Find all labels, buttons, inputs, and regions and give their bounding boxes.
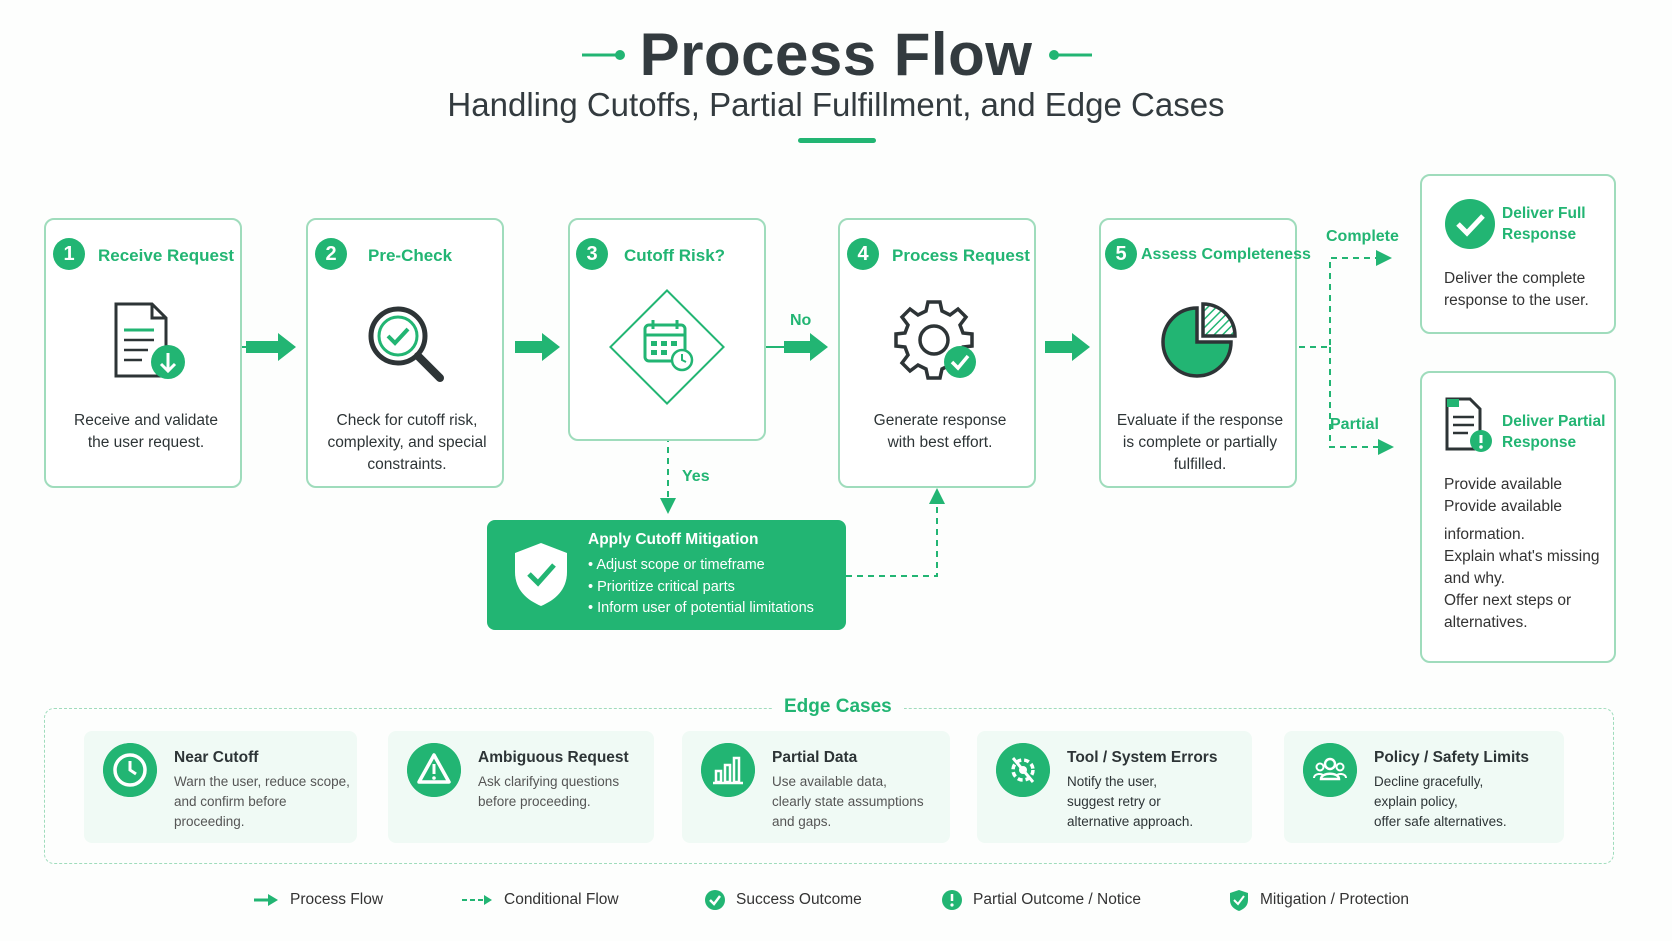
legend-success-outcome: Success Outcome xyxy=(704,888,862,912)
mitigation-item: Adjust scope or timeframe xyxy=(588,555,814,577)
legend-conditional-flow: Conditional Flow xyxy=(460,888,619,912)
edge-case-near-cutoff: Near Cutoff Warn the user, reduce scope,… xyxy=(84,731,357,843)
branch-label-no: No xyxy=(790,312,812,329)
solid-arrow-icon xyxy=(254,894,278,906)
title-decoration-left xyxy=(582,50,625,60)
step-title: Pre-Check xyxy=(368,246,453,265)
gear-error-icon xyxy=(996,743,1050,797)
title-underline xyxy=(798,138,876,143)
calendar-clock-icon xyxy=(643,320,694,372)
warning-icon xyxy=(407,743,461,797)
edge-case-title: Partial Data xyxy=(772,749,858,766)
dashed-arrow-icon xyxy=(462,895,492,905)
edge-case-description: Use available data, clearly state assump… xyxy=(772,774,924,829)
edge-case-description: Decline gracefully, explain policy, offe… xyxy=(1374,774,1507,829)
magnifier-check-icon xyxy=(368,306,444,382)
step-process-request: 4 Process Request Generate response with… xyxy=(838,218,1036,488)
edge-case-title: Near Cutoff xyxy=(174,749,259,766)
mitigation-list: Adjust scope or timeframe Prioritize cri… xyxy=(588,555,814,620)
outcome-description: Provide available Provide available info… xyxy=(1444,476,1600,631)
step-number-badge: 5 xyxy=(1105,238,1137,270)
step-number-badge: 4 xyxy=(847,238,879,270)
mitigation-item: Inform user of potential limitations xyxy=(588,598,814,620)
arrow-1-to-2 xyxy=(242,333,296,361)
step-description: Check for cutoff risk, complexity, and s… xyxy=(327,412,487,473)
outcome-title: Deliver Full Response xyxy=(1502,205,1586,243)
branch-label-complete: Complete xyxy=(1326,228,1399,245)
edge-case-partial-data: Partial Data Use available data, clearly… xyxy=(682,731,950,843)
branch-label-yes: Yes xyxy=(682,468,710,485)
mitigation-item: Prioritize critical parts xyxy=(588,577,814,599)
step-description: Generate response with best effort. xyxy=(873,412,1007,451)
edge-case-ambiguous-request: Ambiguous Request Ask clarifying questio… xyxy=(388,731,654,843)
arrow-2-to-3 xyxy=(515,333,560,361)
edge-cases-heading: Edge Cases xyxy=(772,696,904,718)
shield-check-icon xyxy=(1230,890,1248,911)
outcome-deliver-partial: Deliver Partial Response Provide availab… xyxy=(1420,371,1616,663)
page-subtitle: Handling Cutoffs, Partial Fulfillment, a… xyxy=(447,86,1225,123)
step-title: Assess Completeness xyxy=(1141,246,1311,263)
edge-case-description: Notify the user, suggest retry or altern… xyxy=(1067,774,1194,829)
legend-partial-outcome: Partial Outcome / Notice xyxy=(941,888,1141,912)
pie-chart-icon xyxy=(1161,302,1237,378)
edge-case-title: Ambiguous Request xyxy=(478,749,629,766)
document-download-icon xyxy=(114,302,185,379)
document-alert-icon xyxy=(1445,397,1492,452)
outcome-deliver-full: Deliver Full Response Deliver the comple… xyxy=(1420,174,1616,334)
outcome-title: Deliver Partial Response xyxy=(1502,413,1606,451)
cutoff-mitigation-box: Apply Cutoff Mitigation Adjust scope or … xyxy=(487,520,846,630)
step-pre-check: 2 Pre-Check Check for cutoff risk, compl… xyxy=(306,218,504,488)
branch-label-partial: Partial xyxy=(1330,416,1379,433)
mitigation-title: Apply Cutoff Mitigation xyxy=(588,531,759,548)
edge-case-title: Tool / System Errors xyxy=(1067,749,1218,766)
step-description: Evaluate if the response is complete or … xyxy=(1116,412,1284,473)
edge-case-title: Policy / Safety Limits xyxy=(1374,749,1530,766)
shield-check-icon xyxy=(515,543,567,606)
legend-process-flow: Process Flow xyxy=(252,888,383,912)
bar-chart-icon xyxy=(701,743,755,797)
step-description: Receive and validate the user request. xyxy=(74,412,218,451)
step-assess-completeness: 5 Assess Completeness Evaluate if the re… xyxy=(1099,218,1311,488)
page-title: Process Flow xyxy=(639,21,1033,88)
check-circle-icon xyxy=(1445,199,1495,249)
gear-check-icon xyxy=(894,300,976,380)
step-number-badge: 1 xyxy=(53,238,85,270)
clock-icon xyxy=(103,743,157,797)
edge-case-description: Ask clarifying questions before proceedi… xyxy=(478,774,620,809)
edge-case-policy-safety-limits: Policy / Safety Limits Decline gracefull… xyxy=(1284,731,1564,843)
step-receive-request: 1 Receive Request Receive and validate t… xyxy=(44,218,242,488)
users-icon xyxy=(1303,743,1357,797)
check-circle-icon xyxy=(705,890,725,910)
legend-mitigation: Mitigation / Protection xyxy=(1228,888,1409,912)
step-title: Process Request xyxy=(892,246,1030,265)
edge-case-tool-system-errors: Tool / System Errors Notify the user, su… xyxy=(977,731,1252,843)
edge-case-description: Warn the user, reduce scope, and confirm… xyxy=(174,774,350,829)
decision-diamond xyxy=(609,289,725,405)
step-title: Cutoff Risk? xyxy=(624,246,726,265)
step-number-badge: 2 xyxy=(315,238,347,270)
step-title: Receive Request xyxy=(98,246,235,265)
outcome-description: Deliver the complete response to the use… xyxy=(1444,270,1589,309)
title-decoration-right xyxy=(1049,50,1092,60)
step-number-badge: 3 xyxy=(576,238,608,270)
alert-circle-icon xyxy=(942,890,962,910)
arrow-4-to-5 xyxy=(1045,333,1090,361)
